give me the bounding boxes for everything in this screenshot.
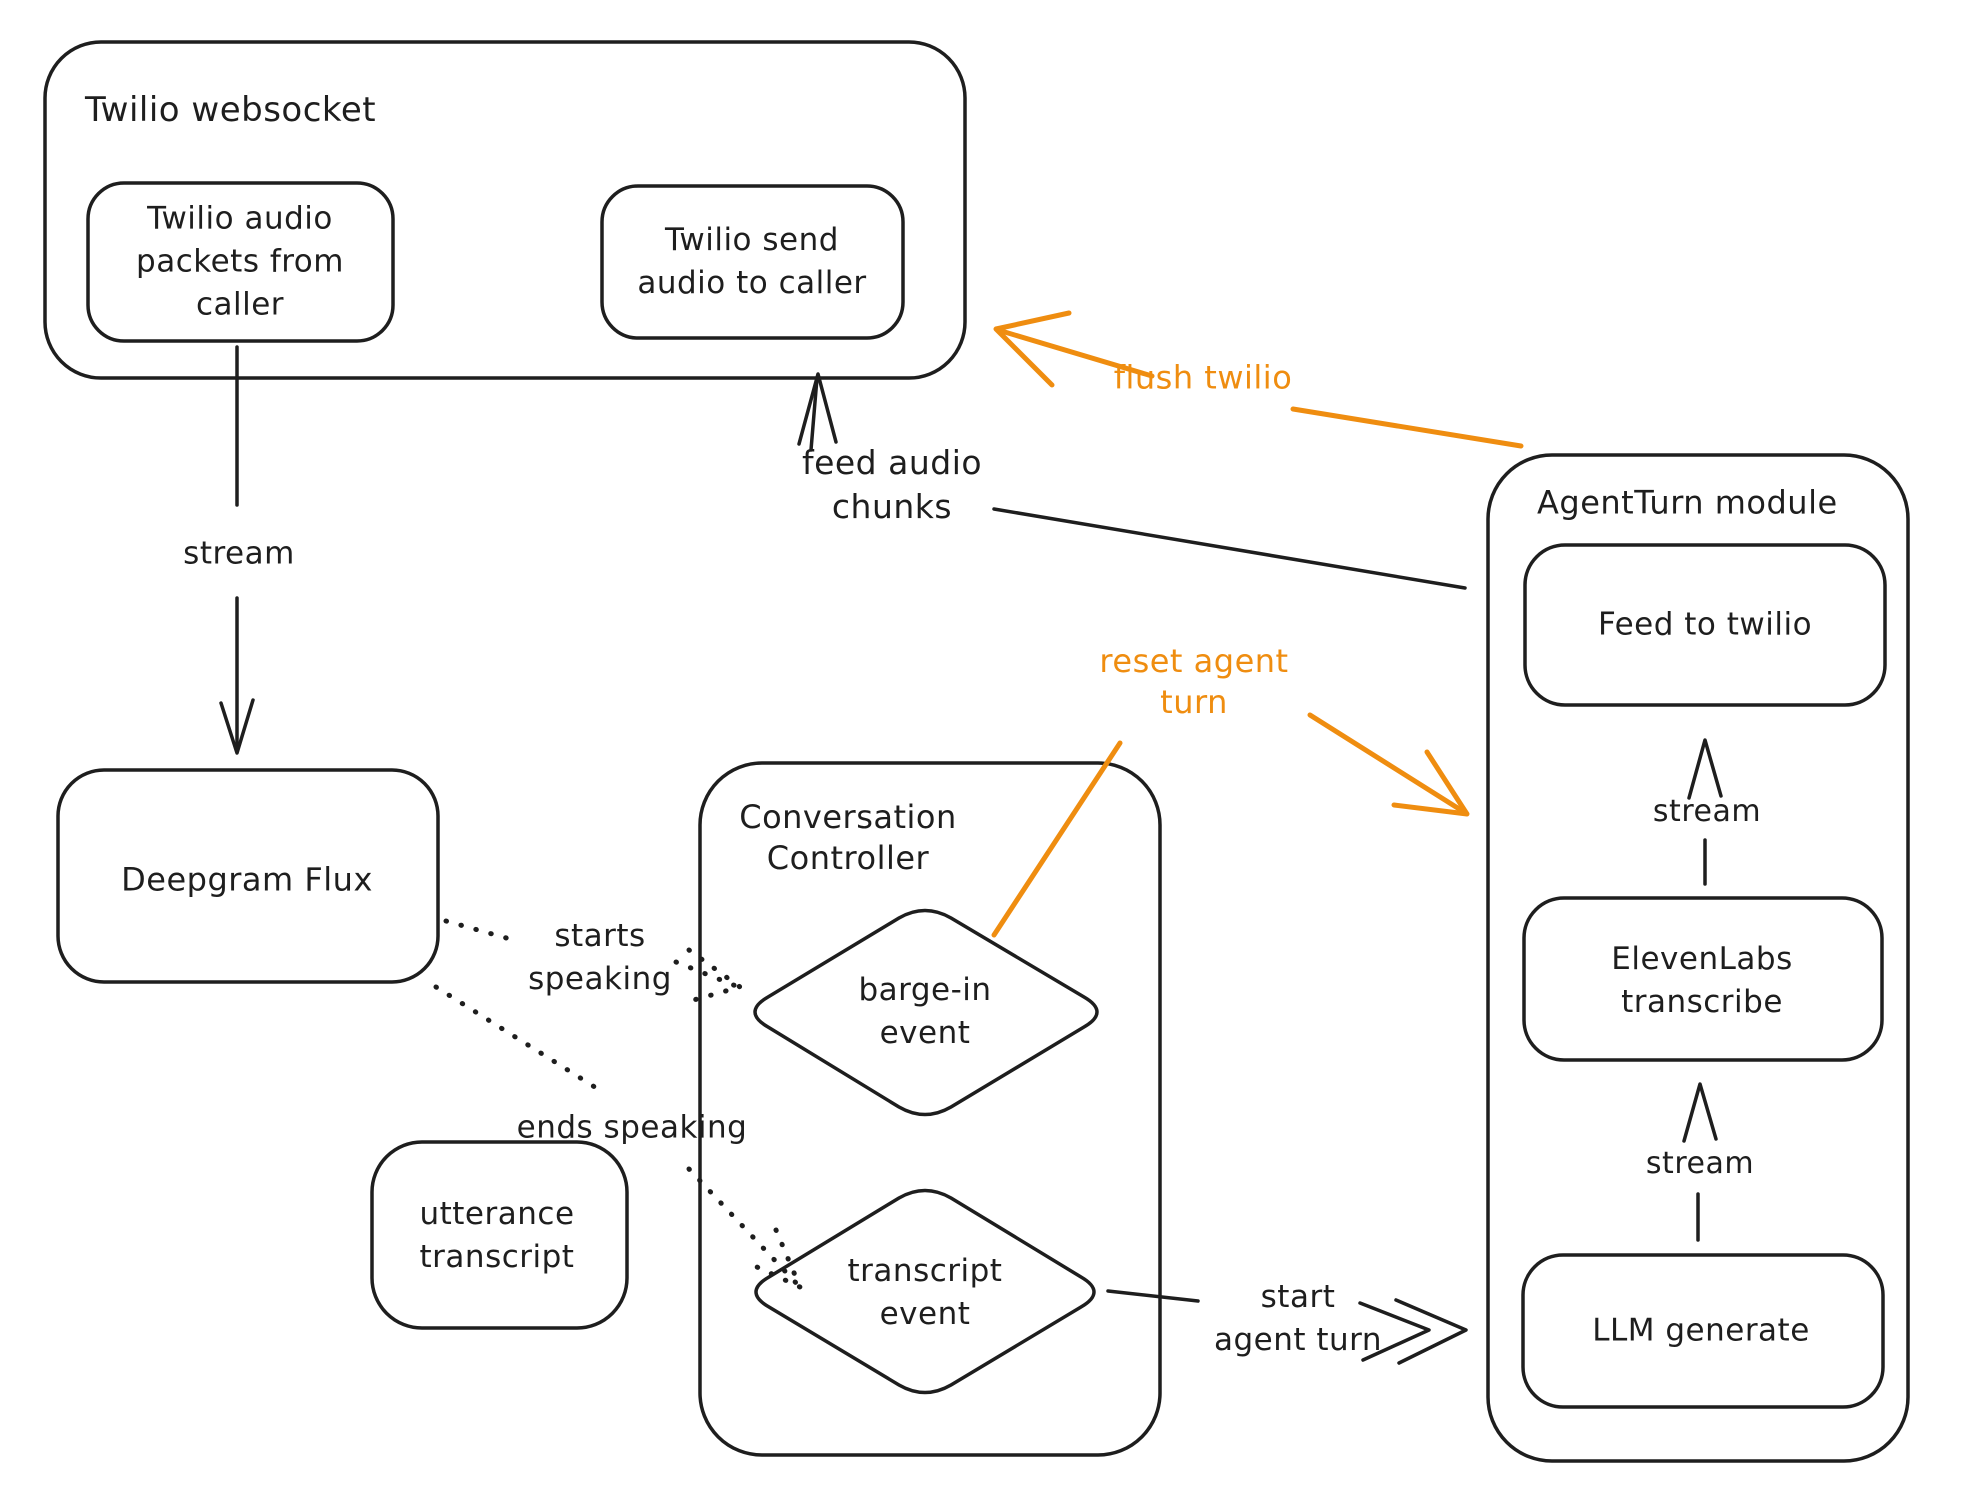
utterance-transcript-box [370,1140,629,1330]
barge-in-event-line2: event [879,1015,971,1051]
transcript-event-label: transcript event [848,1250,1003,1336]
feed-audio-line1: feed audio [801,443,983,482]
agent-stream-upper-label: stream [1652,794,1762,829]
feed-to-twilio-label: Feed to twilio [1597,606,1813,643]
twilio-send-audio-line1: Twilio send [665,222,839,258]
starts-speaking-label: starts speaking [528,915,672,1001]
agent-turn-container [1486,453,1910,1463]
agent-stream-upper-arrowhead [1687,738,1723,800]
ends-speaking-dotted-arrowhead [741,1227,803,1290]
feed-audio-arrow-shaft [809,376,819,452]
ends-speaking-dotted-post [686,1166,801,1288]
conversation-controller-container [698,761,1162,1457]
barge-in-event-diamond [753,908,1099,1117]
flush-twilio-line-right [1290,406,1524,449]
twilio-websocket-title: Twilio websocket [85,90,377,130]
twilio-audio-packets-line2: packets from [136,243,344,280]
twilio-send-audio-line2: audio to caller [637,265,867,301]
twilio-send-audio-box [600,184,905,340]
starts-speaking-dotted-post [673,959,739,989]
elevenlabs-transcribe-box [1522,896,1884,1062]
agent-stream-lower-arrowhead [1682,1082,1718,1143]
start-agent-turn-chevron-outer [1394,1298,1468,1365]
conversation-controller-title: Conversation Controller [739,797,957,879]
feed-audio-arrowhead [797,372,838,446]
reset-agent-turn-line2: turn [1160,683,1228,721]
ends-speaking-dotted-pre [433,984,604,1094]
elevenlabs-line2: transcribe [1621,984,1783,1020]
barge-in-event-line1: barge-in [858,972,992,1008]
stream-caller-label: stream [183,535,295,572]
twilio-audio-packets-line1: Twilio audio [147,200,333,237]
reset-agent-turn-label: reset agent turn [1099,641,1288,723]
feed-to-twilio-box [1523,543,1887,707]
starts-speaking-dotted-arrowhead [680,947,743,1006]
transcript-event-diamond [754,1188,1096,1395]
feed-audio-line2: chunks [831,487,953,526]
reset-agent-turn-line-left [991,740,1123,938]
elevenlabs-transcribe-label: ElevenLabs transcribe [1611,938,1792,1024]
ends-speaking-label: ends speaking [516,1109,748,1146]
start-agent-turn-label: start agent turn [1214,1276,1382,1362]
llm-generate-label: LLM generate [1592,1312,1810,1349]
flush-twilio-arrowhead [993,310,1072,388]
starts-speaking-dotted-pre [443,918,520,944]
twilio-audio-packets-label: Twilio audio packets from caller [136,198,344,327]
elevenlabs-line1: ElevenLabs [1611,941,1793,977]
utterance-transcript-label: utterance transcript [419,1193,574,1279]
agent-stream-lower-label: stream [1645,1146,1755,1181]
llm-generate-box [1521,1253,1885,1409]
stream-arrowhead [219,698,255,755]
twilio-audio-packets-box [86,181,395,343]
barge-in-event-label: barge-in event [858,969,991,1055]
flush-twilio-line-left [995,327,1155,379]
start-agent-turn-line [1106,1289,1200,1303]
feed-audio-chunks-label: feed audio chunks [802,441,982,529]
twilio-send-audio-label: Twilio send audio to caller [637,219,866,305]
reset-agent-turn-line-right [1307,712,1467,815]
reset-agent-turn-arrowhead [1391,749,1470,817]
deepgram-flux-label: Deepgram Flux [121,860,373,899]
starts-speaking-line2: speaking [528,961,672,997]
starts-speaking-line1: starts [554,918,646,954]
twilio-websocket-container [43,40,967,380]
start-agent-turn-line2: agent turn [1213,1322,1383,1358]
start-agent-turn-line1: start [1260,1279,1336,1315]
reset-agent-turn-line1: reset agent [1099,642,1289,680]
flush-twilio-label: flush twilio [1113,358,1293,397]
utterance-transcript-line2: transcript [419,1239,575,1275]
feed-audio-connector-line [992,507,1467,590]
twilio-audio-packets-line3: caller [195,286,285,323]
deepgram-flux-box [56,768,440,984]
transcript-event-line1: transcript [847,1253,1003,1289]
agent-turn-title: AgentTurn module [1537,483,1838,522]
conversation-controller-title-line2: Controller [766,839,930,877]
transcript-event-line2: event [879,1296,971,1332]
start-agent-turn-chevron-inner [1358,1301,1431,1362]
conversation-controller-title-line1: Conversation [739,798,957,836]
utterance-transcript-line1: utterance [419,1196,575,1232]
